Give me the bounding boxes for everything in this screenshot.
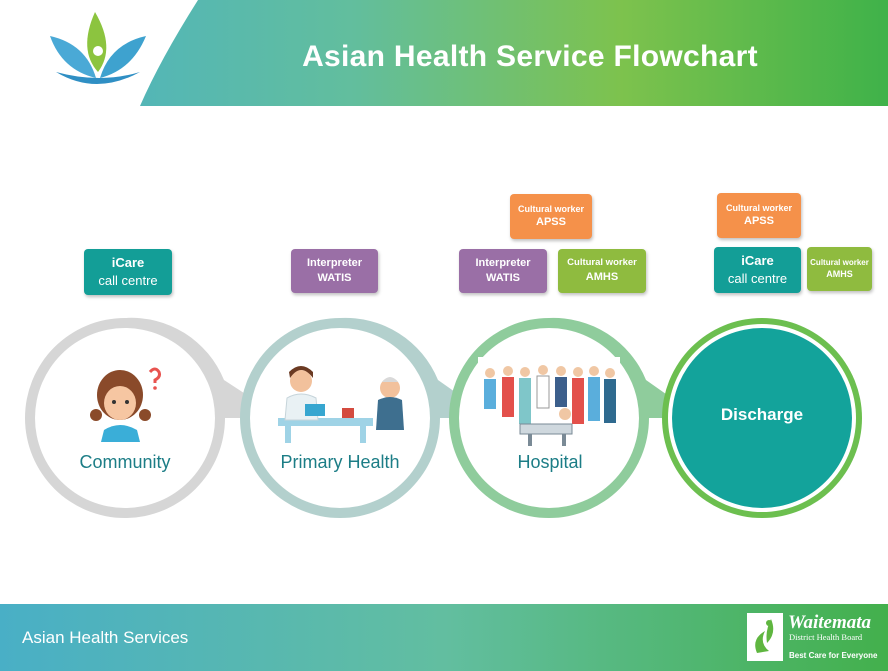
flow-diagram — [25, 317, 862, 518]
box-title: iCare — [111, 255, 145, 271]
cultural-worker-apss-box: Cultural worker APSS — [717, 193, 801, 238]
lotus-logo-icon — [50, 12, 146, 84]
box-subtitle: APSS — [744, 215, 774, 228]
stage-label-hospital: Hospital — [517, 452, 583, 472]
box-subtitle: call centre — [727, 271, 788, 286]
stage-label-primary-health: Primary Health — [280, 452, 400, 472]
org-tagline: Best Care for Everyone — [789, 651, 878, 660]
hospital-staff-icon — [478, 357, 620, 453]
page-title: Asian Health Service Flowchart — [302, 40, 758, 73]
box-title: Interpreter — [475, 257, 531, 270]
org-name: Waitemata — [788, 612, 872, 633]
box-subtitle: WATIS — [317, 272, 352, 284]
box-subtitle: APSS — [536, 216, 566, 229]
box-title: Cultural worker — [810, 257, 869, 267]
cultural-worker-amhs-box: Cultural worker AMHS — [558, 249, 646, 293]
box-subtitle: call centre — [98, 273, 158, 288]
wdhb-logo-icon — [747, 613, 783, 661]
stage-label-discharge: Discharge — [720, 405, 804, 424]
footer-text: Asian Health Services — [22, 628, 189, 647]
icare-call-centre-box: iCare call centre — [714, 247, 801, 293]
org-subtitle: District Health Board — [789, 632, 863, 642]
cultural-worker-apss-box: Cultural worker APSS — [510, 194, 592, 239]
box-title: Cultural worker — [517, 204, 584, 214]
box-subtitle: AMHS — [585, 270, 619, 283]
box-subtitle: AMHS — [826, 269, 853, 280]
logo-panel — [0, 0, 198, 106]
box-title: Cultural worker — [725, 203, 792, 213]
icare-call-centre-box: iCare call centre — [84, 249, 172, 295]
box-title: Cultural worker — [567, 257, 637, 269]
stage-discharge-shape — [662, 318, 862, 518]
box-title: iCare — [741, 253, 774, 269]
box-title: Interpreter — [306, 257, 363, 270]
cultural-worker-amhs-box: Cultural worker AMHS — [807, 247, 872, 291]
box-subtitle: WATIS — [485, 272, 520, 284]
footer-banner — [0, 604, 888, 671]
doctor-patient-icon — [278, 366, 404, 443]
interpreter-watis-box: Interpreter WATIS — [291, 249, 378, 293]
interpreter-watis-box: Interpreter WATIS — [459, 249, 547, 293]
girl-thinking-icon — [90, 367, 161, 442]
stage-label-community: Community — [79, 452, 171, 472]
